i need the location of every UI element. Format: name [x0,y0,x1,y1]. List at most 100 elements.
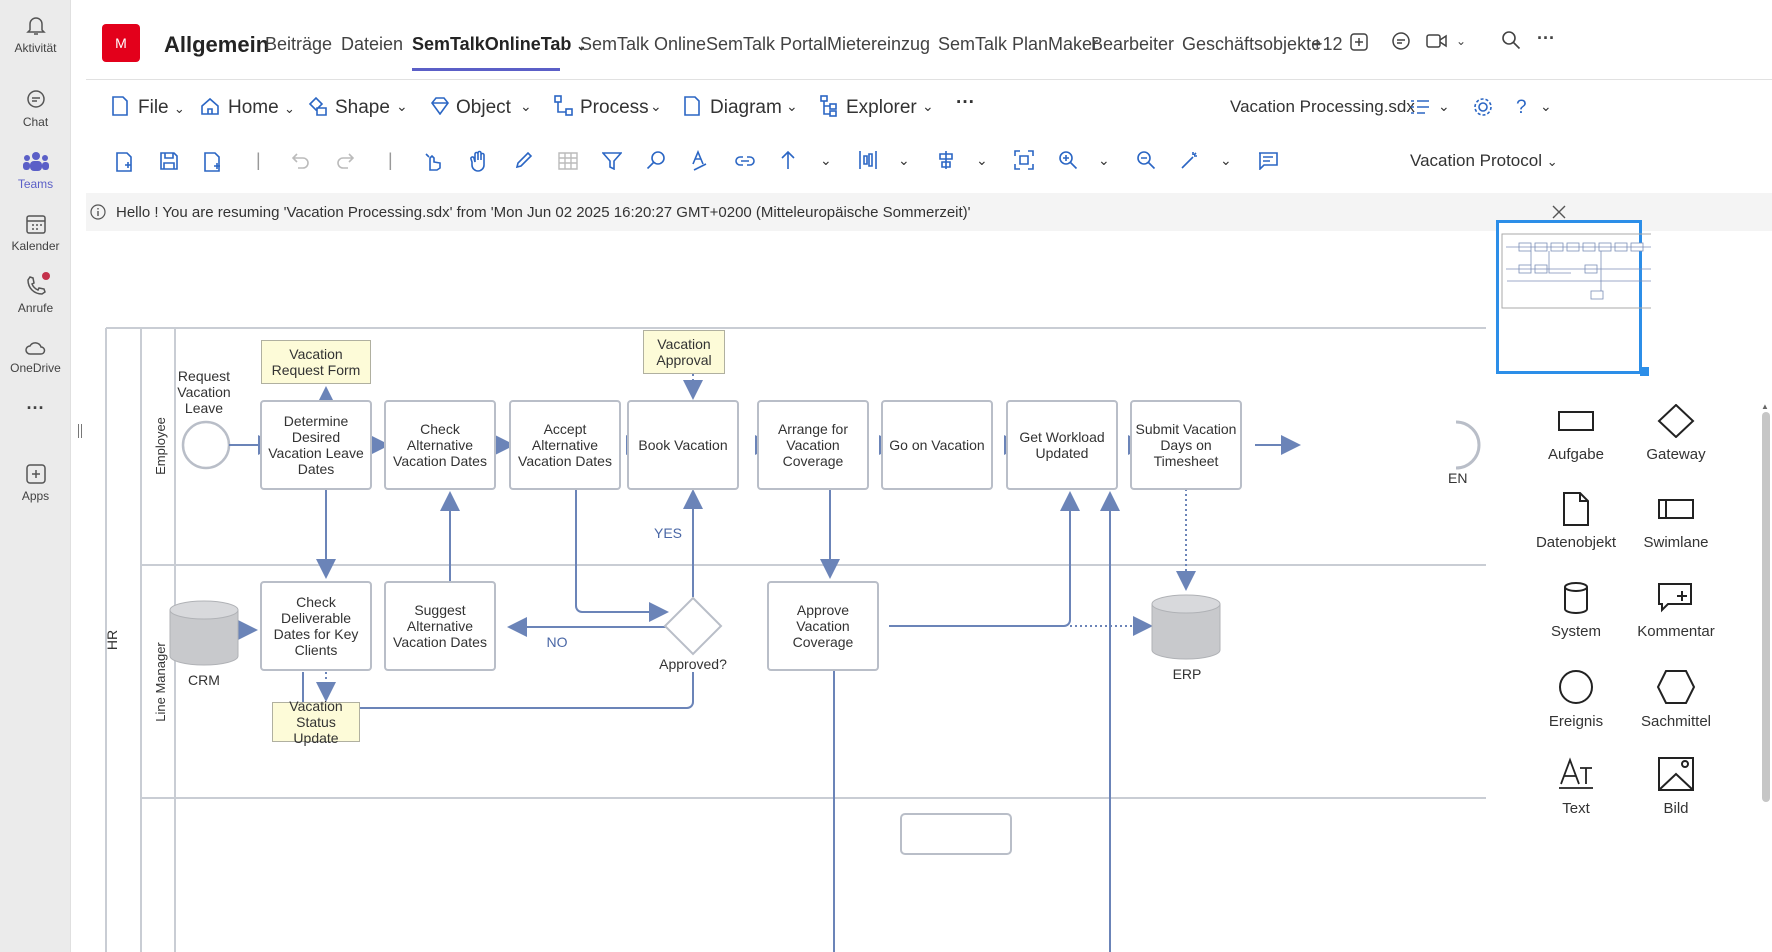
chevron-down-icon[interactable]: ⌄ [1220,152,1232,168]
chevron-down-icon[interactable]: ⌄ [786,98,798,114]
redo-icon[interactable] [336,152,354,170]
menu-home[interactable]: Home ⌄ [228,97,295,119]
stencil-text[interactable]: Text [1521,756,1631,817]
chevron-down-icon[interactable]: ⌄ [396,98,408,114]
select-pointer-icon[interactable] [424,150,444,172]
gear-icon[interactable] [1472,96,1494,118]
stencil-system[interactable]: System [1521,581,1631,640]
rail-item-activity[interactable]: Aktivität [0,14,71,55]
chevron-down-icon[interactable]: ⌄ [976,152,988,168]
rail-more-button[interactable]: ··· [26,398,45,418]
grid-table-icon[interactable] [558,152,578,170]
task-submit-timesheet[interactable]: Submit Vacation Days on Timesheet [1130,400,1242,490]
chevron-down-icon[interactable]: ⌄ [1098,152,1110,168]
task-approve-coverage[interactable]: Approve Vacation Coverage [767,581,879,671]
task-book-vacation[interactable]: Book Vacation [627,400,739,490]
tab-bearbeiter[interactable]: Bearbeiter [1091,34,1175,54]
tab-files[interactable]: Dateien [341,34,404,54]
undo-icon[interactable] [292,152,310,170]
chevron-down-icon[interactable]: ⌄ [898,152,910,168]
close-icon[interactable] [1552,205,1566,219]
chevron-down-icon[interactable]: ⌄ [922,98,934,114]
menu-shape[interactable]: Shape [335,97,390,118]
stencil-aufgabe[interactable]: Aufgabe [1521,404,1631,463]
minimap[interactable] [1496,220,1651,374]
more-tabs-button[interactable]: +12 [1312,34,1343,54]
align-center-icon[interactable] [936,150,956,170]
pan-hand-icon[interactable] [470,150,488,172]
format-text-icon[interactable] [690,150,710,172]
tab-semtalk-online[interactable]: SemTalk Online [580,34,707,54]
stencil-ereignis[interactable]: Ereignis [1521,669,1631,730]
task-determine-dates[interactable]: Determine Desired Vacation Leave Dates [260,400,372,490]
tab-mietereinzug[interactable]: Mietereinzug [827,34,931,54]
tab-semtalk-planmaker[interactable]: SemTalk PlanMaker [938,34,1099,54]
task-check-alternative[interactable]: Check Alternative Vacation Dates [384,400,496,490]
distribute-icon[interactable] [858,150,878,170]
tab-geschaeftsobjekte[interactable]: Geschäftsobjekte [1182,34,1322,54]
note-status-update[interactable]: Vacation Status Update [272,698,360,746]
stencil-kommentar[interactable]: Kommentar [1621,581,1731,640]
scroll-up-icon[interactable]: ▲ [1761,402,1769,411]
link-icon[interactable] [734,154,756,168]
conversation-icon[interactable] [1390,30,1412,52]
magic-wand-icon[interactable] [1180,150,1200,170]
task-arrange-coverage[interactable]: Arrange for Vacation Coverage [757,400,869,490]
list-view-icon[interactable] [1410,99,1430,115]
chevron-down-icon[interactable]: ⌄ [1438,98,1450,114]
stencil-datenobjekt[interactable]: Datenobjekt [1521,492,1631,551]
note-request-form[interactable]: Vacation Request Form [261,340,371,384]
stencil-sachmittel[interactable]: Sachmittel [1621,669,1731,730]
comment-icon[interactable] [1258,152,1278,170]
chevron-down-icon[interactable]: ⌄ [520,98,532,114]
save-icon[interactable] [160,152,178,170]
chevron-down-icon[interactable]: ⌄ [1540,98,1552,114]
task-suggest-alternative[interactable]: Suggest Alternative Vacation Dates [384,581,496,671]
stencil-bild[interactable]: Bild [1621,756,1731,817]
rail-item-apps[interactable]: Apps [0,462,71,503]
task-workload-updated[interactable]: Get Workload Updated [1006,400,1118,490]
menu-explorer[interactable]: Explorer [846,97,917,118]
rail-item-teams[interactable]: Teams [0,150,71,191]
task-accept-alternative[interactable]: Accept Alternative Vacation Dates [509,400,621,490]
menu-file[interactable]: File ⌄ [138,97,185,119]
video-camera-icon[interactable] [1426,32,1448,50]
zoom-in-icon[interactable] [1058,150,1078,170]
task-go-on-vacation[interactable]: Go on Vacation [881,400,993,490]
scrollbar-thumb[interactable] [1762,412,1770,802]
help-icon[interactable]: ? [1516,97,1527,118]
ribbon-more-button[interactable]: ··· [956,92,975,113]
add-page-icon[interactable] [204,152,222,172]
add-tab-icon[interactable] [1349,32,1369,52]
pencil-icon[interactable] [514,150,534,170]
arrow-up-icon[interactable] [780,150,796,170]
resize-handle[interactable] [78,424,82,438]
note-vacation-approval[interactable]: Vacation Approval [643,330,725,374]
rail-item-onedrive[interactable]: OneDrive [0,338,71,375]
rail-item-chat[interactable]: Chat [0,88,71,129]
more-options-icon[interactable]: ··· [1537,28,1555,48]
chevron-down-icon[interactable]: ⌄ [1456,34,1467,48]
tab-semtalk-portal[interactable]: SemTalk Portal [706,34,828,54]
tab-posts[interactable]: Beiträge [265,34,333,54]
zoom-out-icon[interactable] [1136,150,1156,170]
search-icon[interactable] [1501,30,1521,50]
diagram-canvas[interactable]: HR Employee Line Manager Request Vacatio… [86,232,1486,952]
view-select[interactable]: Vacation Protocol ⌄ [1410,151,1558,171]
tab-semtalkonlinetab[interactable]: SemTalkOnlineTab ⌄ [412,34,586,55]
rail-item-calendar[interactable]: Kalender [0,212,71,253]
menu-diagram[interactable]: Diagram [710,97,782,118]
stencil-swimlane[interactable]: Swimlane [1621,492,1731,551]
stencil-gateway[interactable]: Gateway [1621,404,1731,463]
chevron-down-icon[interactable]: ⌄ [650,98,662,114]
rail-item-calls[interactable]: Anrufe [0,272,71,315]
menu-process[interactable]: Process [580,97,649,118]
find-icon[interactable] [646,150,666,170]
new-document-icon[interactable] [116,152,134,172]
filter-icon[interactable] [602,152,622,170]
chevron-down-icon[interactable]: ⌄ [820,152,832,168]
minimap-resize-handle[interactable] [1640,367,1649,376]
task-check-deliverables[interactable]: Check Deliverable Dates for Key Clients [260,581,372,671]
menu-object[interactable]: Object [456,97,511,118]
fit-page-icon[interactable] [1014,150,1034,170]
